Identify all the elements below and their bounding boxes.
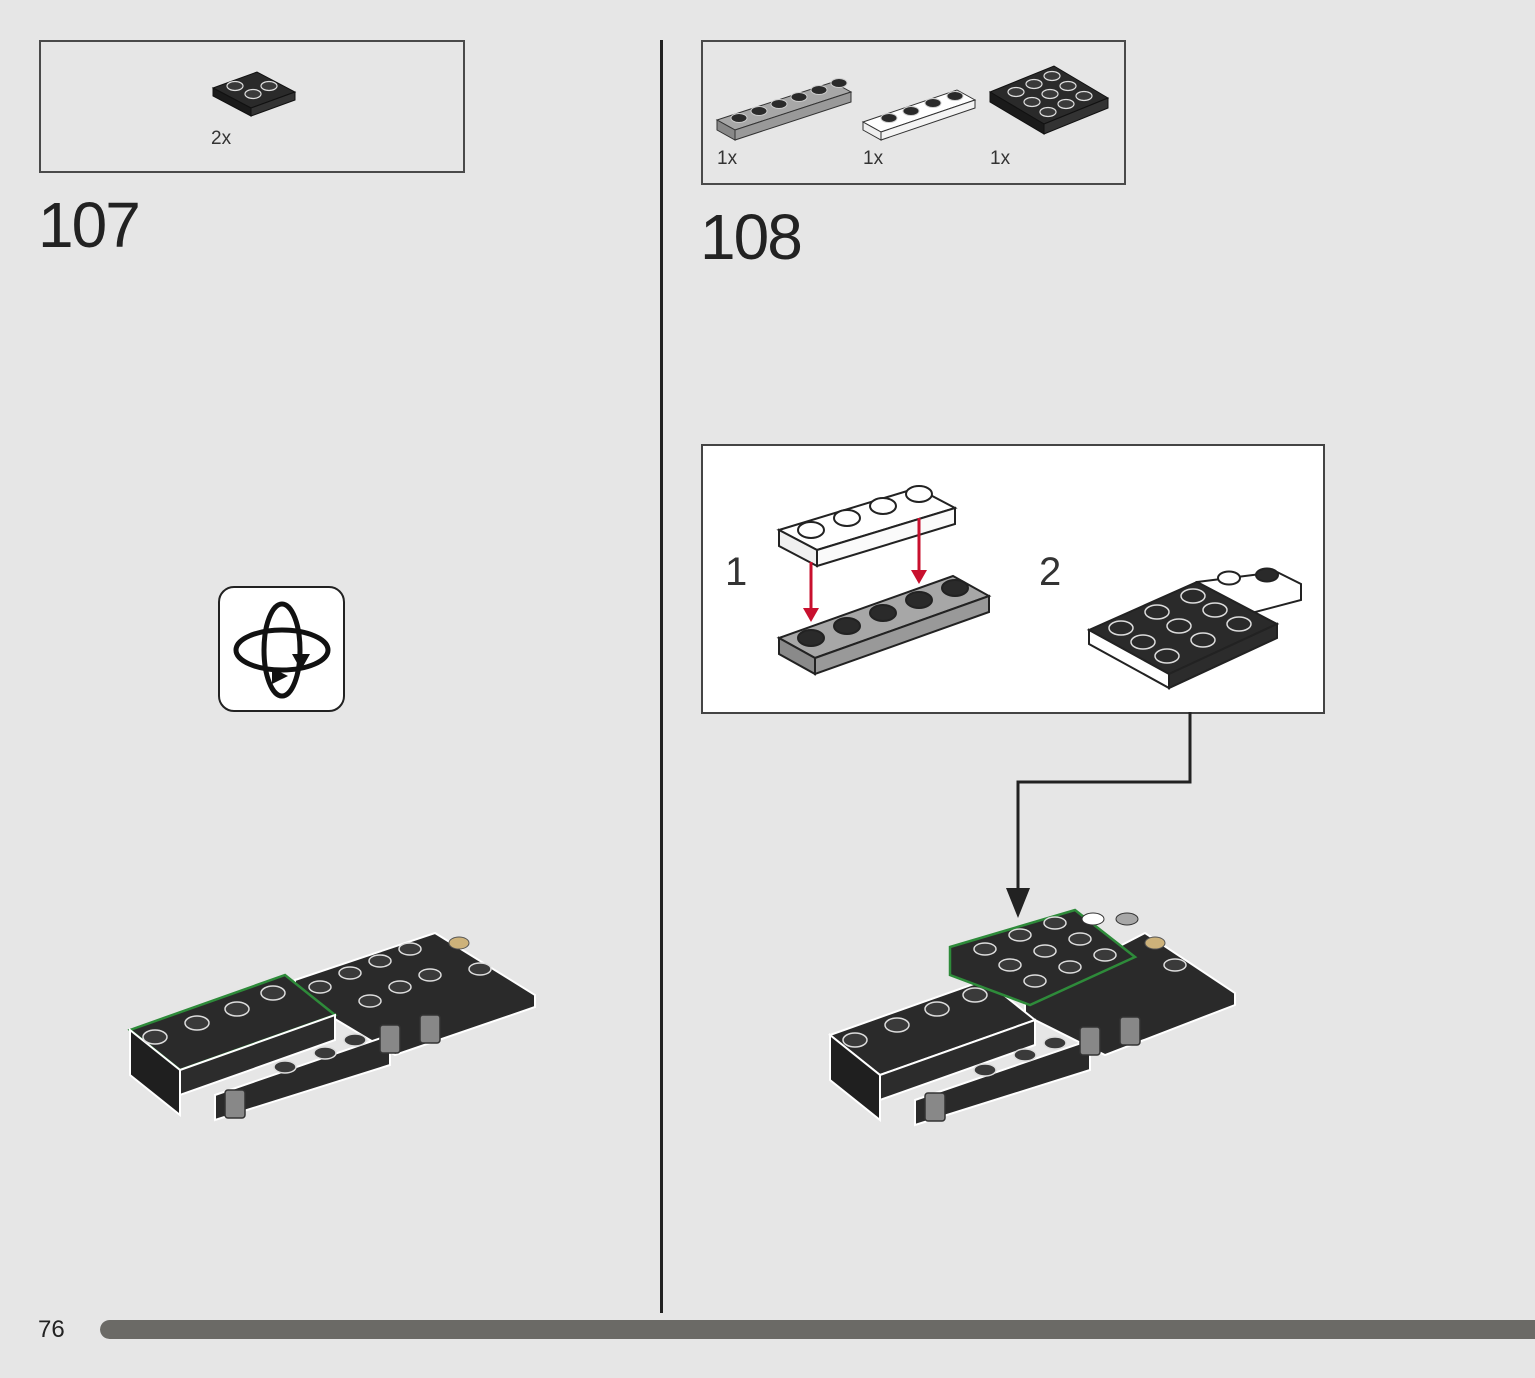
progress-bar bbox=[100, 1320, 1535, 1339]
part-plate-2x2-corner-black-icon bbox=[211, 71, 297, 117]
parts-box-step-108: 1x 1x 1x bbox=[701, 40, 1126, 185]
step-108-model-illustration bbox=[827, 908, 1236, 1127]
subassembly-box: 1 2 bbox=[701, 444, 1325, 714]
step-number-107: 107 bbox=[38, 189, 141, 261]
substep-1-illustration bbox=[776, 485, 992, 676]
page-divider bbox=[660, 40, 663, 1313]
rotate-arrows-icon bbox=[233, 601, 331, 699]
substep-number-1: 1 bbox=[725, 550, 748, 594]
callout-connector-arrow bbox=[1006, 712, 1192, 918]
substep-2-illustration bbox=[1086, 567, 1302, 690]
page-number: 76 bbox=[38, 1316, 65, 1343]
parts-box-step-107: 2x bbox=[39, 40, 465, 173]
substep-number-2: 2 bbox=[1039, 550, 1062, 594]
step-107-model-illustration bbox=[127, 931, 536, 1122]
part-plate-1x6-gray-icon bbox=[715, 78, 853, 141]
part-plate-1x4-white-icon bbox=[861, 89, 977, 141]
part-quantity: 1x bbox=[717, 148, 738, 169]
part-plate-3x4-black-icon bbox=[988, 65, 1110, 135]
rotate-model-icon bbox=[218, 586, 345, 712]
step-number-108: 108 bbox=[700, 201, 803, 273]
part-quantity: 1x bbox=[863, 148, 884, 169]
progress-bar-fill bbox=[100, 1320, 1535, 1339]
part-quantity: 2x bbox=[211, 128, 232, 149]
part-quantity: 1x bbox=[990, 148, 1011, 169]
